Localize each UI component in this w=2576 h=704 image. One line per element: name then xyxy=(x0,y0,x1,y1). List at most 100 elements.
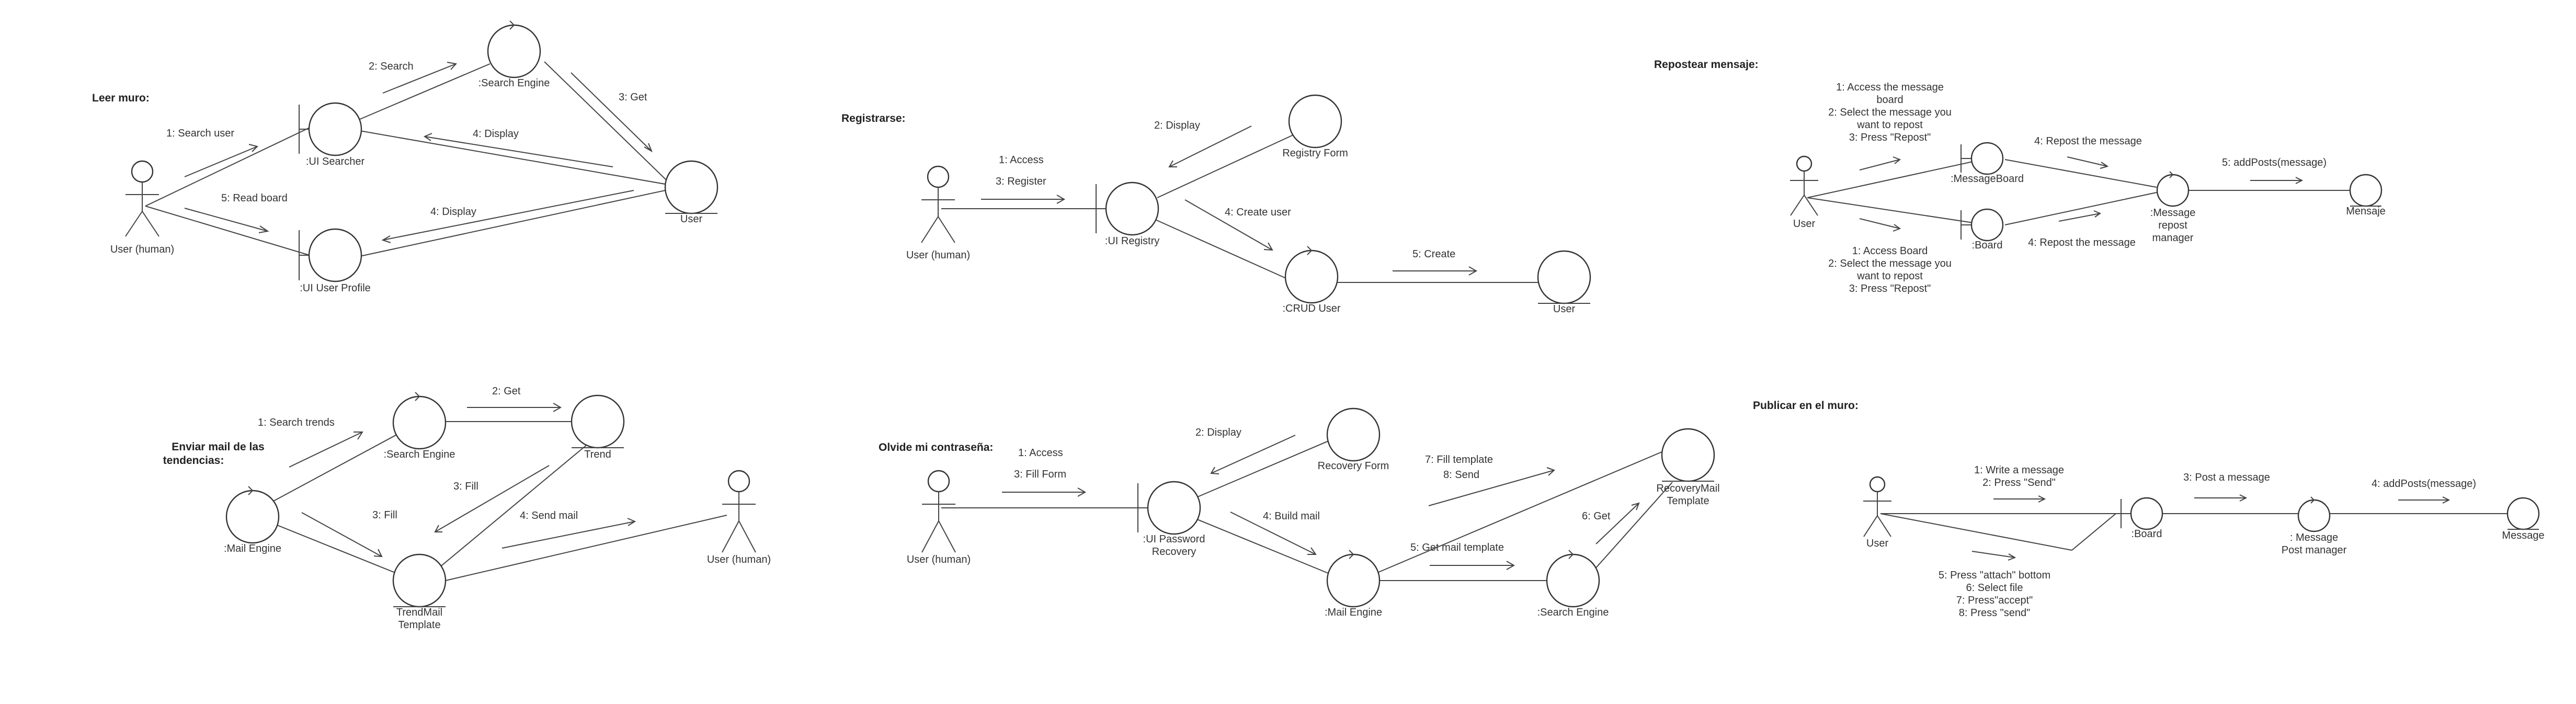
message-arrow xyxy=(1210,435,1296,474)
control-icon xyxy=(225,486,280,544)
control-icon xyxy=(2156,171,2190,207)
message-label: 3: Register xyxy=(996,176,1046,187)
node-label: TrendMail xyxy=(396,607,442,618)
message-arrow xyxy=(1993,495,2046,503)
message-arrow xyxy=(184,144,258,177)
message-label: 5: Press "attach" bottom xyxy=(1939,570,2050,581)
message-label: 5: addPosts(message) xyxy=(2222,157,2327,168)
diagram-title: Leer muro: xyxy=(92,92,150,104)
link-line xyxy=(266,432,402,505)
node-label: Mensaje xyxy=(2346,206,2386,217)
link-line xyxy=(145,206,310,256)
control-icon xyxy=(392,392,447,450)
message-label: 1: Access xyxy=(999,154,1044,166)
message-label: 3: Fill xyxy=(453,481,478,492)
link-line xyxy=(1593,482,1673,571)
link-line xyxy=(1197,440,1330,497)
link-line xyxy=(544,61,667,180)
link-line xyxy=(359,130,666,185)
node-label: :CRUD User xyxy=(1282,303,1340,314)
control-icon xyxy=(487,20,541,78)
message-label: 1: Access xyxy=(1018,447,1063,459)
node-label: Recovery Form xyxy=(1318,460,1389,472)
actor-label: User xyxy=(1793,218,1816,230)
link-line xyxy=(439,441,591,568)
control-icon xyxy=(2297,496,2331,532)
link-line xyxy=(145,127,310,207)
diagram-enviar-mail: Enviar mail de las tendencias: :Mail Eng… xyxy=(163,385,771,631)
message-label: 4: addPosts(message) xyxy=(2372,478,2476,490)
node-label: Message xyxy=(2502,530,2544,541)
message-label: 4: Repost the message xyxy=(2034,135,2142,147)
node-label: :Board xyxy=(1972,240,2003,251)
entity-icon xyxy=(1326,407,1381,462)
actor-icon xyxy=(722,470,756,553)
message-label: 6: Get xyxy=(1582,510,1611,522)
message-label: 1: Write a message xyxy=(1974,464,2064,476)
node-label: :Board xyxy=(2132,528,2162,540)
boundary-icon xyxy=(299,102,362,156)
actor-icon xyxy=(921,165,955,243)
message-arrow xyxy=(571,72,653,153)
message-arrow xyxy=(184,208,269,233)
node-label: repost xyxy=(2158,220,2187,231)
link-line xyxy=(1153,218,1291,281)
node-label: RecoveryMail xyxy=(1656,483,1719,494)
message-arrow xyxy=(382,62,457,94)
actor-label: User (human) xyxy=(707,554,771,565)
message-arrow xyxy=(1859,156,1901,171)
message-label: board xyxy=(1876,94,1903,106)
message-label: 2: Select the message you xyxy=(1828,258,1952,269)
message-label: 3: Get xyxy=(619,92,647,103)
entity-icon xyxy=(392,553,447,608)
entity-icon xyxy=(2506,497,2540,530)
link-line xyxy=(2071,513,2116,551)
diagram-title: Registrarse: xyxy=(841,112,906,124)
message-label: 1: Search user xyxy=(166,128,234,139)
message-arrow xyxy=(1393,266,1478,276)
link-line xyxy=(1880,513,2072,551)
message-arrow xyxy=(1184,199,1273,251)
link-line xyxy=(2004,159,2157,188)
diagram-title: Repostear mensaje: xyxy=(1654,59,1759,71)
node-label: :Search Engine xyxy=(1537,607,1609,618)
boundary-icon xyxy=(1096,181,1159,236)
diagram-title: Olvide mi contraseña: xyxy=(879,441,993,453)
message-arrow xyxy=(1230,512,1317,555)
node-label: :Message xyxy=(2150,207,2196,219)
link-line xyxy=(2004,192,2157,225)
message-arrow xyxy=(467,403,562,412)
actor-icon xyxy=(125,160,159,237)
message-arrow xyxy=(501,518,636,549)
diagram-registrarse: Registrarse: User (human) :UI Registry R… xyxy=(841,94,1591,315)
link-line xyxy=(271,523,402,576)
entity-icon xyxy=(1661,428,1715,482)
node-label: User xyxy=(1553,303,1576,315)
message-label: 8: Send xyxy=(1443,469,1479,481)
link-line xyxy=(359,190,666,257)
node-label: Trend xyxy=(584,449,611,460)
message-arrow xyxy=(1002,487,1087,497)
actor-icon xyxy=(921,470,956,553)
message-arrow xyxy=(1595,502,1640,544)
node-label: :UI Registry xyxy=(1105,235,1159,247)
node-label: manager xyxy=(2152,232,2194,244)
diagram-olvide: Olvide mi contraseña: User (human) :UI P… xyxy=(879,407,1720,618)
message-arrow xyxy=(1428,467,1555,506)
message-label: 4: Build mail xyxy=(1263,510,1320,522)
diagram-publicar: Publicar en el muro: User :Board : Messa… xyxy=(1753,400,2545,619)
message-arrow xyxy=(2067,156,2109,169)
diagram-title: Enviar mail de las xyxy=(172,441,264,453)
link-line xyxy=(359,63,491,120)
message-arrow xyxy=(1859,218,1901,232)
message-label: 2: Search xyxy=(369,61,414,72)
message-label: 3: Fill xyxy=(372,509,397,521)
boundary-icon xyxy=(1961,142,2004,175)
message-label: 2: Display xyxy=(1154,120,1200,131)
message-arrow xyxy=(301,512,383,558)
message-arrow xyxy=(2058,210,2102,222)
actor-icon xyxy=(1790,155,1818,216)
boundary-icon xyxy=(1961,208,2004,242)
node-label: :UI Searcher xyxy=(306,156,365,167)
